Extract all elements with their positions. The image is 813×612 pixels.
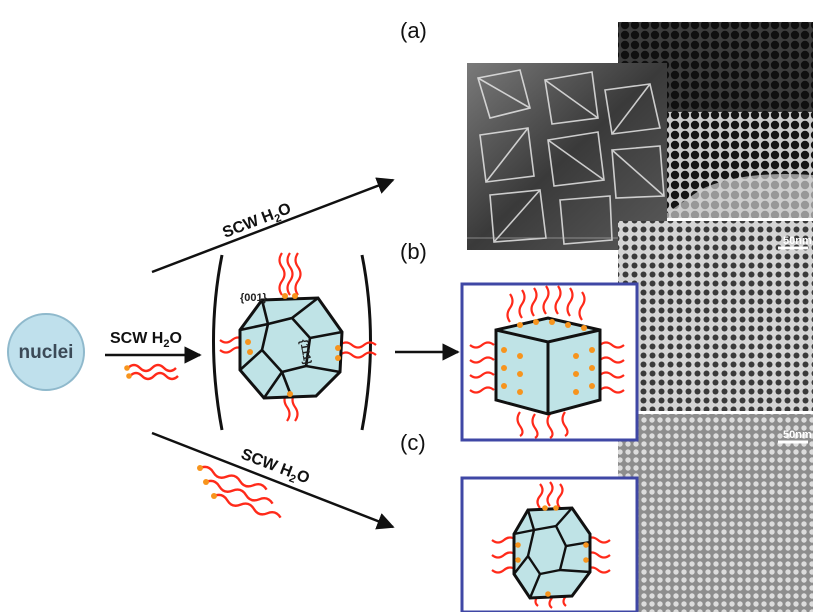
ligand-icon-lower xyxy=(197,465,282,519)
facet-label-111: {111} xyxy=(297,338,313,366)
arrow-label-center: SCW H2O xyxy=(110,330,182,350)
nuclei-label: nuclei xyxy=(19,342,74,363)
tem-image-b: 50nm xyxy=(618,221,813,411)
facet-label-001: {001} xyxy=(240,292,268,304)
ligand-icon-center xyxy=(124,363,179,381)
truncated-octahedron: {001} {111} xyxy=(219,252,377,422)
arrow-label-lower: SCW H2O xyxy=(237,446,311,490)
panel-label-b: (b) xyxy=(400,239,427,264)
sem-image-a xyxy=(467,63,667,250)
scale-bar-label-c: 50nm xyxy=(783,429,812,441)
panel-label-a: (a) xyxy=(400,18,427,43)
bracket-right xyxy=(360,254,372,431)
arrow-lower xyxy=(151,431,395,530)
bracket-left xyxy=(212,254,224,431)
nuclei-sphere: nuclei xyxy=(7,313,85,391)
scale-bar-label-b: 50nm xyxy=(783,235,812,247)
arrow-upper xyxy=(151,177,395,274)
polyhedron-model-frame xyxy=(460,476,639,612)
cube-model-frame xyxy=(460,282,639,442)
tem-image-c: 50nm xyxy=(618,414,813,612)
panel-label-c: (c) xyxy=(400,430,426,455)
